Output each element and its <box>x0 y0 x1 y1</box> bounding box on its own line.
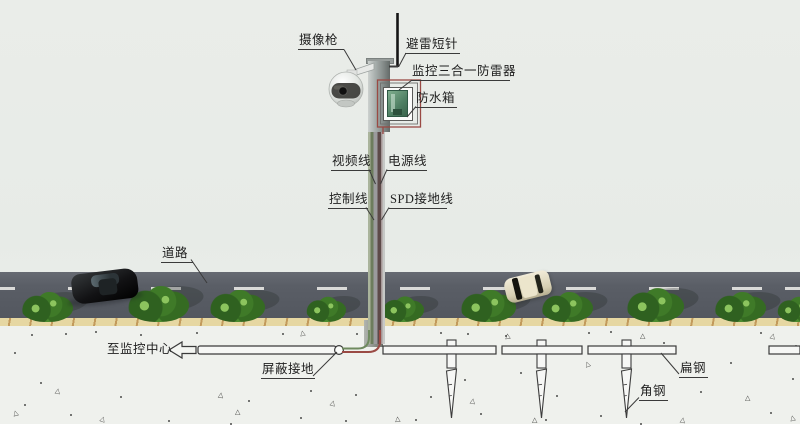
label-camera: 摄像枪 <box>298 33 344 50</box>
leader-control-line <box>365 207 375 221</box>
ground <box>0 326 800 424</box>
direction-arrow <box>167 340 197 360</box>
label-surge-protector: 监控三合一防雷器 <box>411 64 516 81</box>
label-angle-steel: 角钢 <box>639 384 668 401</box>
surge-wire-loop <box>376 79 422 134</box>
leader-video-line <box>368 169 376 185</box>
label-road: 道路 <box>161 246 193 263</box>
leader-surge-protector <box>398 79 413 91</box>
ground-wire-green <box>342 330 370 350</box>
label-waterproof-box: 防水箱 <box>415 91 457 108</box>
device-highlight <box>391 94 395 112</box>
camera-base <box>337 99 355 108</box>
leader-spd-ground-line <box>381 207 390 221</box>
device-terminal <box>393 109 402 115</box>
ground-wire-red <box>342 330 381 353</box>
curb-strip <box>0 318 800 326</box>
leader-lightning-rod <box>398 52 407 68</box>
label-flat-steel: 扁钢 <box>679 361 708 378</box>
leader-waterproof-box <box>406 106 417 118</box>
leader-camera <box>343 49 357 71</box>
surge-protector-device <box>387 90 408 117</box>
waterproof-box <box>383 87 413 121</box>
bush <box>714 292 766 322</box>
cable-bundle <box>368 132 385 344</box>
wire-loop-outer <box>376 79 422 128</box>
conduit-pipe <box>197 345 337 355</box>
shield-ground-conduit <box>167 340 345 360</box>
leader-road <box>190 259 208 284</box>
label-video-line: 视频线 <box>331 154 371 171</box>
leader-flat-steel <box>660 352 680 375</box>
dome-camera <box>328 62 375 108</box>
bush <box>541 292 593 322</box>
lane-marking <box>0 287 800 290</box>
wire-loop-inner <box>380 82 418 125</box>
bush <box>209 290 265 322</box>
leader-lines <box>190 49 680 413</box>
label-power-line: 电源线 <box>387 154 427 171</box>
bush <box>626 288 684 322</box>
bush <box>382 296 424 322</box>
leader-angle-steel <box>624 397 640 413</box>
camera-arm <box>354 62 375 77</box>
camera-lens <box>338 86 348 96</box>
leader-shielded-grounding <box>312 351 338 377</box>
bush <box>777 296 800 322</box>
bush <box>306 296 346 322</box>
leader-power-line <box>380 169 388 185</box>
bush <box>21 292 73 322</box>
flat-steel-bar <box>382 345 800 355</box>
bottom-margin <box>0 424 800 433</box>
label-shielded-grounding: 屏蔽接地 <box>261 362 315 379</box>
label-control-line: 控制线 <box>328 192 368 209</box>
label-to-monitoring-center: 至监控中心 <box>107 342 173 356</box>
label-spd-ground-line: SPD接地线 <box>389 192 453 209</box>
label-lightning-rod: 避雷短针 <box>405 37 460 54</box>
